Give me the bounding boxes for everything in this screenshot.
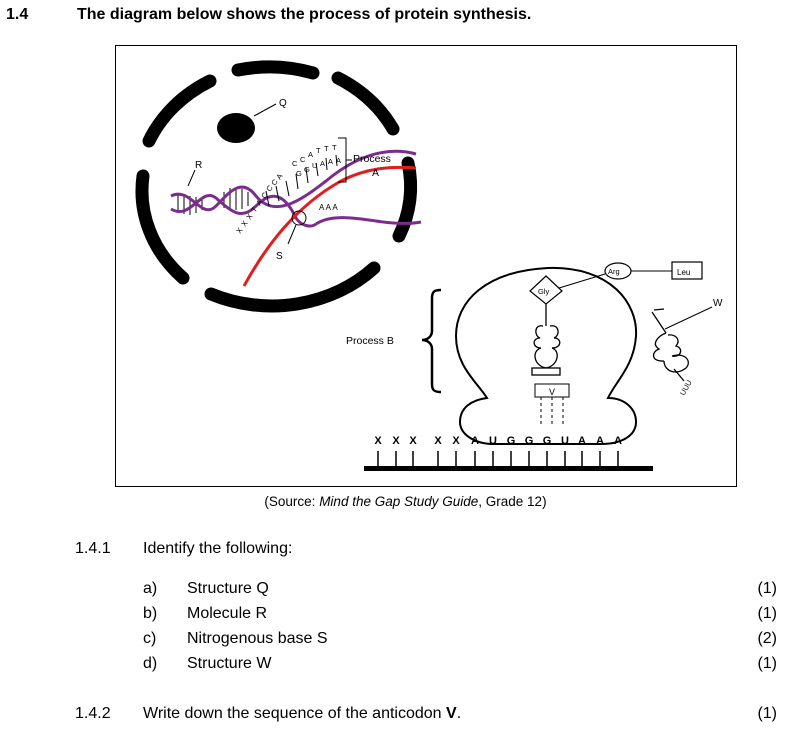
item-a-text: Structure Q [187,580,269,597]
svg-text:T: T [316,146,321,155]
label-aaa: A A A [319,203,338,212]
codon-pairing-lines [540,397,564,424]
svg-text:A: A [578,435,586,447]
item-d-letter: d) [143,655,158,672]
svg-text:U: U [312,161,317,170]
svg-text:C: C [292,159,298,168]
source-prefix: (Source: [264,494,320,509]
leu-box [671,261,703,280]
mrna-ticks [377,451,619,466]
label-w: W [713,298,723,309]
subquestion-2-bold: V [446,705,457,722]
svg-text:A: A [308,150,313,159]
svg-text:A: A [254,198,264,207]
svg-text:A: A [471,435,479,447]
label-leu: Leu [677,268,690,277]
process-b-bracket [421,288,442,394]
svg-text:G: G [525,435,534,447]
label-s: S [276,251,283,262]
svg-text:G: G [543,435,552,447]
svg-text:C: C [264,183,275,193]
svg-text:G: G [507,435,516,447]
item-b-marks: (1) [757,605,777,622]
dna-bases-text: C C A T T T G G U A A A X X X T A C C C … [234,143,341,235]
svg-text:A: A [596,435,604,447]
svg-text:X: X [244,212,254,221]
svg-text:A: A [614,435,622,447]
label-process-a: Process [353,153,391,165]
dna-helix [170,149,422,228]
gly-diamond [529,275,563,305]
svg-text:X: X [434,435,442,447]
svg-text:T: T [332,143,337,152]
source-suffix: , Grade 12) [478,494,547,509]
label-uuu: UUU [678,378,694,397]
label-arg: Arg [608,267,620,276]
source-citation: (Source: Mind the Gap Study Guide, Grade… [0,494,811,509]
diagram-svg: Q [135,60,723,471]
subquestion-2-text: Write down the sequence of the anticodon… [143,705,461,723]
mrna-backbone [364,466,653,471]
mrna-sequence: X X X X X A U G G G U A A A [374,435,622,447]
label-process-b: Process B [346,335,394,347]
ribosome [454,266,638,445]
item-c-text: Nitrogenous base S [187,630,328,647]
svg-text:T: T [249,205,259,214]
svg-text:X: X [409,435,417,447]
label-r: R [195,160,202,171]
label-q: Q [279,98,287,109]
label-gly: Gly [538,287,550,296]
subquestion-2-marks: (1) [757,705,777,722]
label-v: V [549,387,555,397]
svg-text:G: G [304,165,310,174]
svg-text:T: T [324,144,329,153]
trna-inside [531,304,561,376]
subquestion-2-end: . [456,705,462,722]
item-a-letter: a) [143,580,158,597]
svg-text:X: X [374,435,382,447]
svg-text:X: X [239,219,249,228]
trna-w [651,308,689,382]
svg-text:U: U [561,435,569,447]
subquestion-1-number: 1.4.1 [75,540,111,557]
subquestion-2-number: 1.4.2 [75,705,111,722]
item-a-marks: (1) [757,580,777,597]
subquestion-2-prompt: Write down the sequence of the anticodon [143,705,447,722]
svg-text:A: A [320,159,325,168]
item-c-letter: c) [143,630,157,647]
svg-text:X: X [392,435,400,447]
svg-text:A: A [336,156,341,165]
source-title: Mind the Gap Study Guide [319,494,479,509]
svg-text:G: G [296,169,302,178]
item-c-marks: (2) [757,630,777,647]
mrna-strand [242,165,417,287]
nucleolus-q [217,113,255,143]
item-b-letter: b) [143,605,158,622]
question-title: The diagram below shows the process of p… [77,6,532,23]
svg-text:U: U [489,435,497,447]
item-d-text: Structure W [187,655,272,672]
svg-text:A: A [328,157,333,166]
item-b-text: Molecule R [187,605,268,622]
svg-text:C: C [300,155,306,164]
protein-synthesis-diagram: Q [115,45,737,487]
subquestion-1-text: Identify the following: [143,540,293,557]
base-s-circle [291,210,307,226]
svg-text:X: X [452,435,460,447]
svg-text:C: C [269,177,280,187]
question-number: 1.4 [6,6,29,23]
label-process-a-letter: A [372,167,379,179]
item-d-marks: (1) [757,655,777,672]
svg-text:X: X [234,226,244,235]
nucleus-membrane [135,60,418,313]
svg-text:A: A [274,172,284,181]
svg-text:C: C [259,190,270,200]
